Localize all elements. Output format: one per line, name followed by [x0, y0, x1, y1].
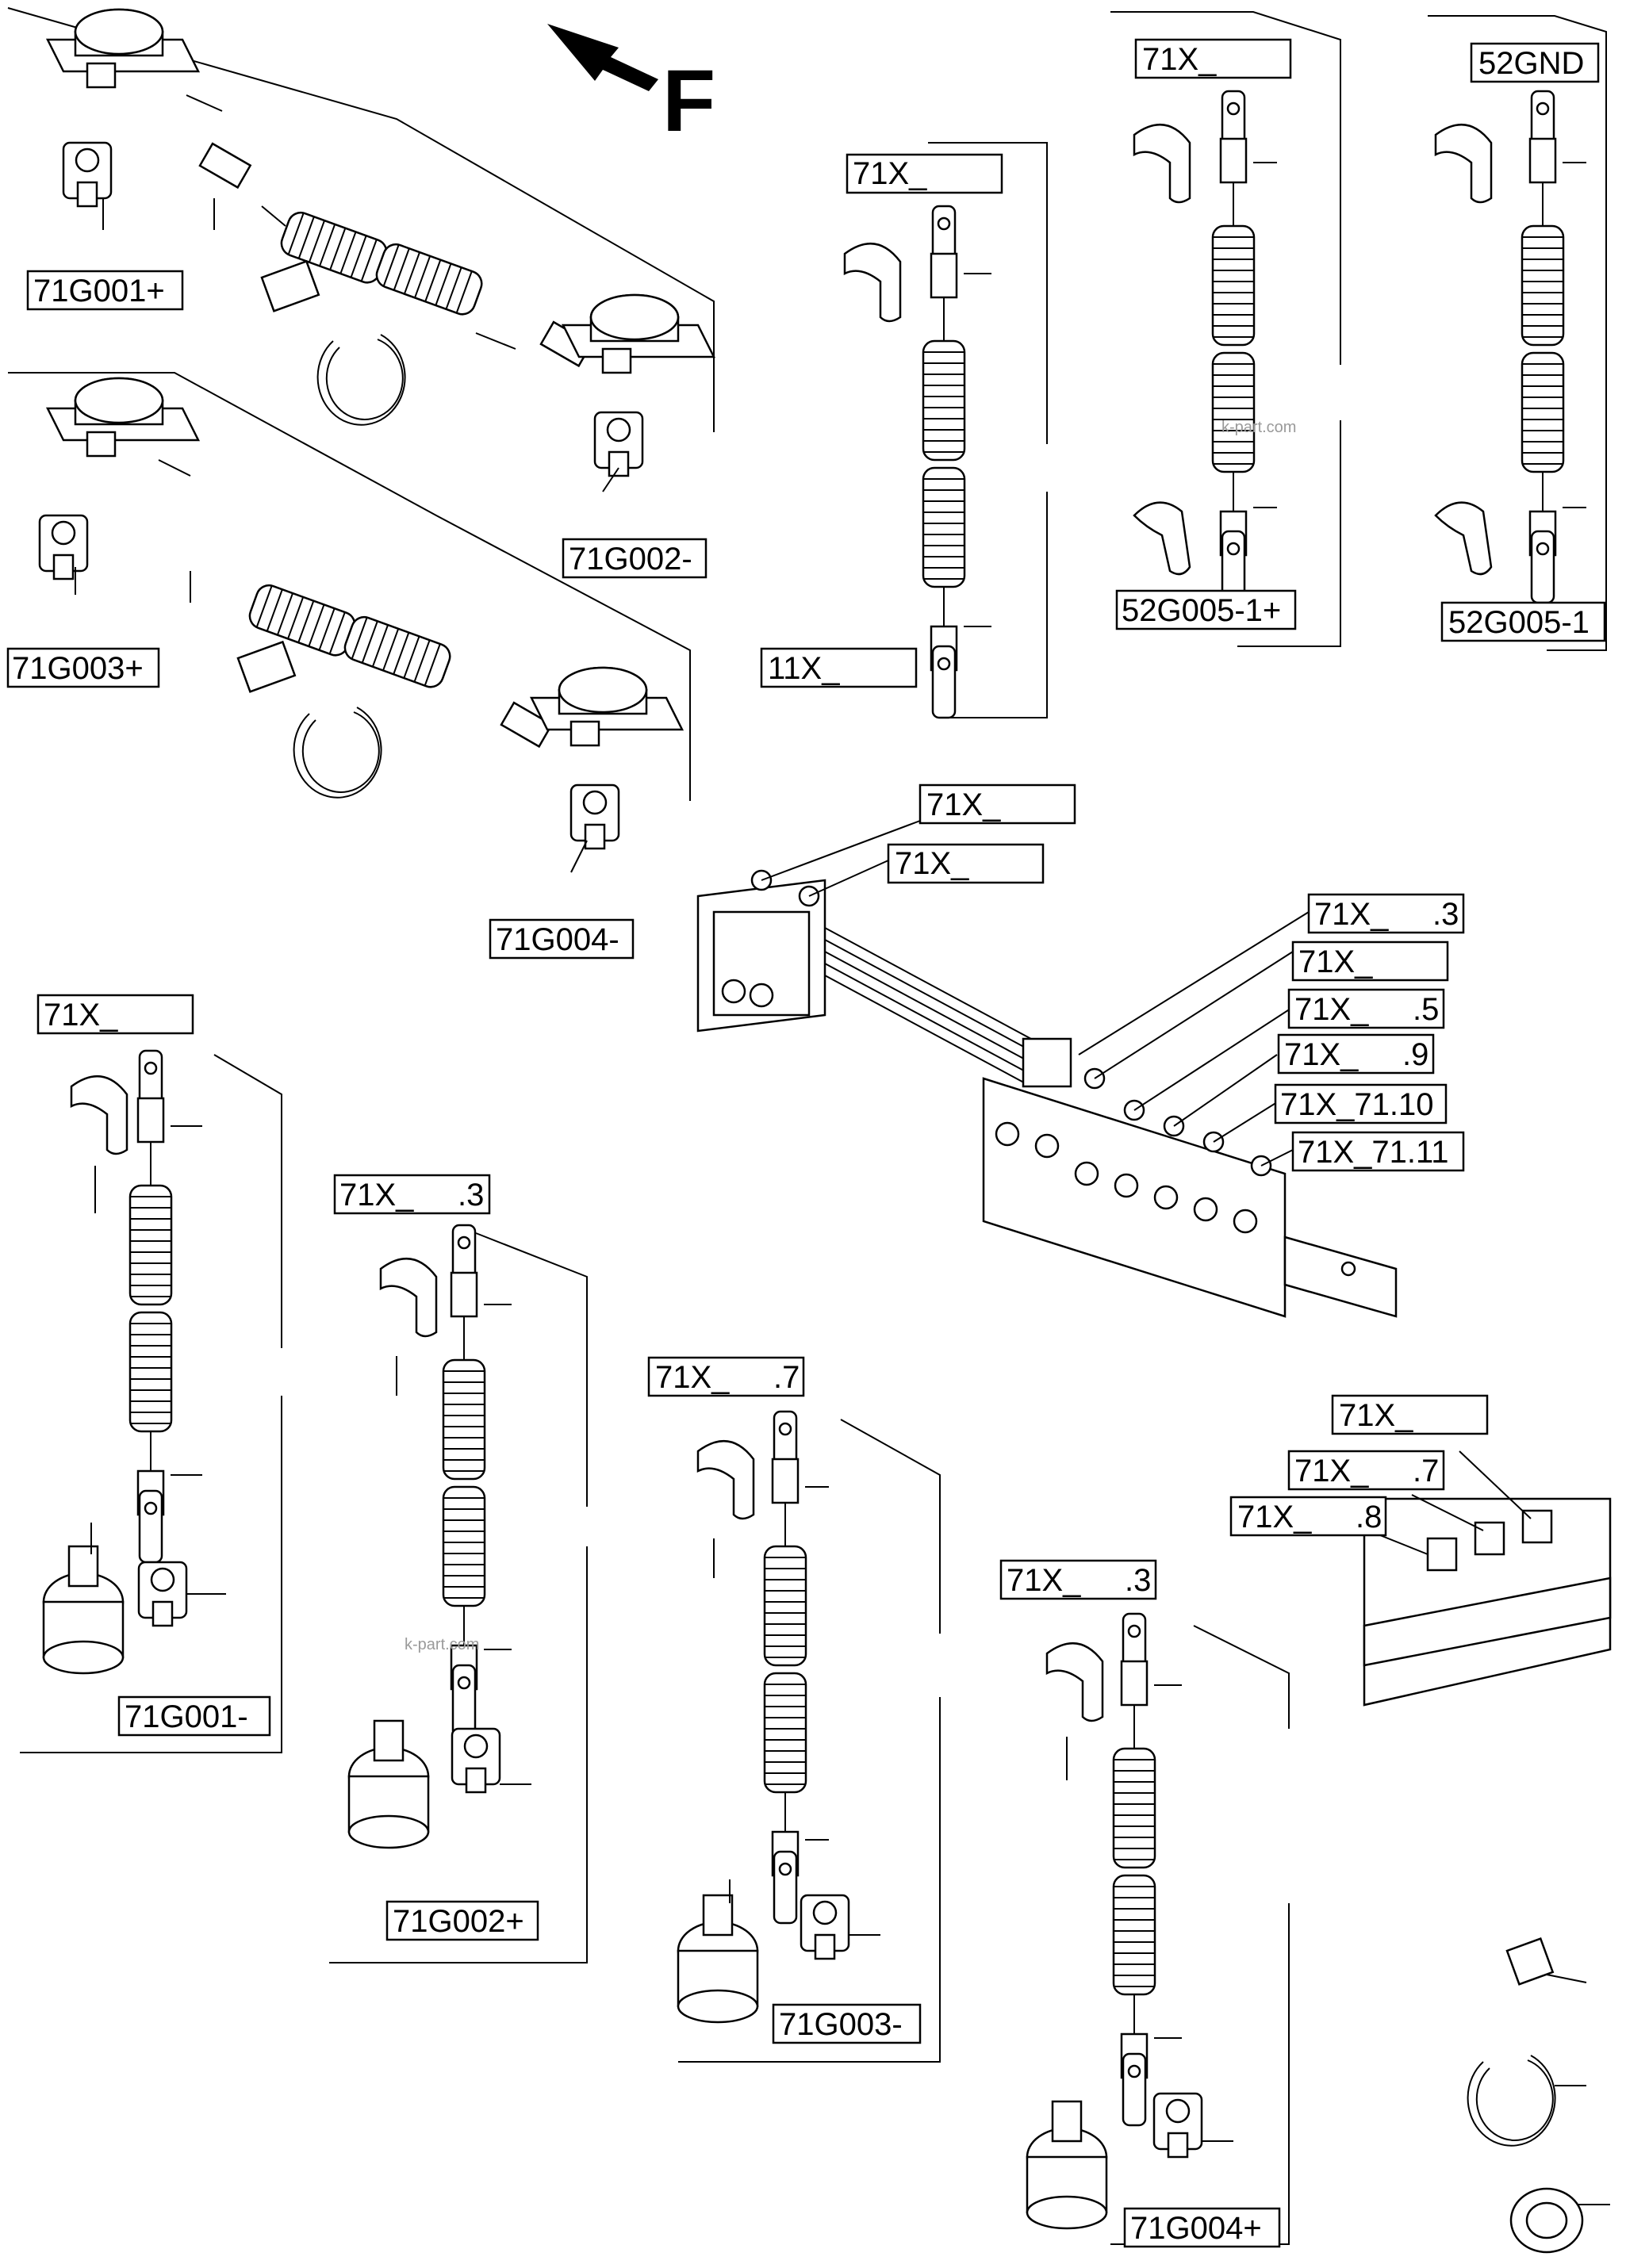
mid-vertical-cable: [677, 1412, 941, 2063]
label-11X: 11X_: [760, 647, 918, 688]
label-rail-2: 71X_: [887, 843, 1045, 884]
label-rail-8: 71X_71.11: [1291, 1131, 1465, 1172]
svg-text:71X_ .7: 71X_ .7: [1294, 1454, 1439, 1488]
label-71X-right-3: 71X_ .3: [999, 1559, 1157, 1600]
mid-left-vertical-cable: k-part.com: [329, 1225, 588, 1963]
svg-text:71X_ .7: 71X_ .7: [655, 1360, 800, 1395]
watermark-text: k-part.com: [1221, 419, 1296, 436]
label-71G004-plus: 71G004+: [1123, 2207, 1281, 2248]
label-71G002-plus: 71G002+: [385, 1900, 539, 1941]
left-vertical-cable: [20, 1051, 282, 1753]
svg-text:71X_: 71X_: [926, 787, 1001, 822]
svg-text:71X_: 71X_: [1142, 42, 1217, 77]
direction-letter: F: [662, 52, 715, 150]
label-71G003-plus: 71G003+: [6, 647, 160, 688]
label-71X-top-right: 71X_: [1134, 38, 1292, 79]
svg-text:71G004+: 71G004+: [1130, 2211, 1262, 2246]
label-52GND: 52GND: [1470, 42, 1600, 83]
svg-text:71G001+: 71G001+: [33, 274, 165, 308]
svg-text:71G002-: 71G002-: [569, 542, 692, 577]
svg-text:71X_: 71X_: [1339, 1398, 1413, 1433]
svg-text:71G001-: 71G001-: [125, 1699, 248, 1734]
svg-text:71X_71.10: 71X_71.10: [1280, 1087, 1434, 1122]
label-rail-5: 71X_ .5: [1287, 988, 1445, 1029]
right-vertical-cable: [1026, 1614, 1290, 2245]
label-71G002-minus: 71G002-: [562, 538, 708, 579]
label-71G001-minus: 71G001-: [117, 1695, 271, 1737]
forward-arrow-icon: F: [547, 24, 715, 150]
svg-text:71G003-: 71G003-: [779, 2007, 903, 2042]
svg-text:71X_ .5: 71X_ .5: [1294, 992, 1439, 1027]
svg-text:71X_ .3: 71X_ .3: [1007, 1563, 1151, 1598]
center-vertical-cable: [843, 142, 1048, 718]
label-71X-mid-7: 71X_ .7: [647, 1356, 805, 1397]
label-52G005-1: 52G005-1: [1440, 601, 1606, 642]
svg-text:71X_: 71X_: [44, 998, 118, 1032]
label-71G004-minus: 71G004-: [489, 918, 635, 960]
label-71X-top-center: 71X_: [846, 153, 1003, 194]
svg-text:52GND: 52GND: [1478, 46, 1584, 81]
svg-text:71G003+: 71G003+: [12, 651, 144, 686]
label-52G005-1-plus: 52G005-1+: [1115, 589, 1297, 630]
svg-text:71X_ .9: 71X_ .9: [1284, 1037, 1428, 1072]
label-rail-6: 71X_ .9: [1277, 1033, 1435, 1075]
label-small-1: 71X_: [1331, 1394, 1489, 1435]
small-terminal-block: [1363, 1450, 1612, 1707]
label-71G001-plus: 71G001+: [26, 270, 184, 311]
svg-text:71G004-: 71G004-: [496, 922, 619, 957]
label-71X-mid-3: 71X_ .3: [333, 1174, 491, 1215]
svg-text:71X_ .8: 71X_ .8: [1237, 1500, 1382, 1534]
svg-text:71X_ .3: 71X_ .3: [339, 1178, 484, 1213]
label-small-8: 71X_ .8: [1229, 1496, 1387, 1537]
label-small-7: 71X_ .7: [1287, 1450, 1445, 1491]
label-rail-7: 71X_71.10: [1274, 1083, 1448, 1124]
watermark-text-mid: k-part.com: [405, 1636, 479, 1653]
svg-text:52G005-1+: 52G005-1+: [1122, 593, 1281, 628]
svg-text:71X_: 71X_: [895, 846, 969, 881]
top-right-cable-group: k-part.com: [1110, 11, 1607, 651]
svg-text:71X_ .3: 71X_ .3: [1314, 897, 1459, 932]
svg-text:52G005-1: 52G005-1: [1448, 605, 1590, 640]
label-71G003-minus: 71G003-: [772, 2003, 922, 2044]
svg-text:71G002+: 71G002+: [393, 1904, 524, 1939]
terminal-rail-assembly: [696, 820, 1398, 1318]
top-left-cable-group: [7, 7, 715, 873]
label-71X-left: 71X_: [36, 994, 194, 1035]
svg-text:71X_71.11: 71X_71.11: [1298, 1135, 1449, 1170]
svg-text:71X_: 71X_: [1298, 944, 1373, 979]
label-rail-4: 71X_: [1291, 941, 1449, 982]
loose-parts: [1467, 1937, 1610, 2254]
svg-text:71X_: 71X_: [853, 156, 927, 191]
label-rail-1: 71X_: [918, 783, 1076, 825]
label-rail-3: 71X_ .3: [1307, 893, 1465, 934]
svg-text:11X_: 11X_: [768, 651, 840, 686]
